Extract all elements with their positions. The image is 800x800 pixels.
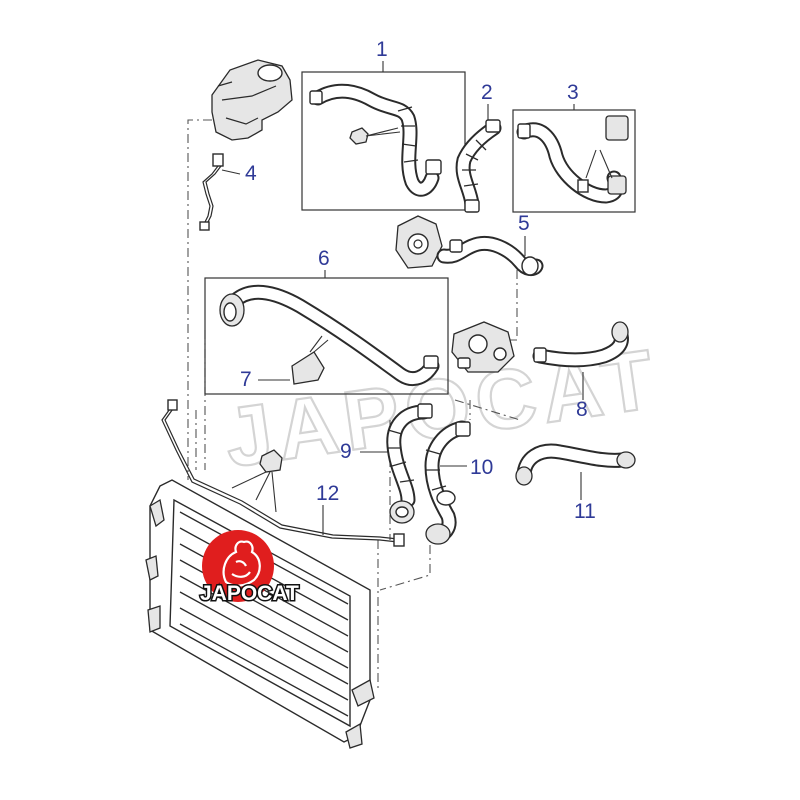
callout-7: 7	[240, 368, 252, 391]
logo-text: JAPOCAT	[200, 582, 299, 605]
part-6-hose	[219, 284, 440, 386]
callout-5: 5	[518, 212, 530, 235]
part-7-bracket	[291, 335, 329, 385]
callout-6: 6	[318, 247, 330, 270]
part-2-hose	[455, 119, 502, 213]
callout-3: 3	[567, 81, 579, 104]
japocat-logo: JAPOCAT	[199, 530, 300, 607]
part-12-bleed-pipe	[161, 399, 405, 547]
callout-12: 12	[316, 482, 339, 505]
part-9-hose	[386, 403, 433, 524]
callout-4: 4	[245, 162, 257, 185]
group-box-1	[301, 71, 466, 211]
water-pump	[395, 215, 443, 269]
part-3-hose	[516, 115, 629, 204]
leader-lines	[221, 61, 584, 535]
callout-10: 10	[470, 456, 493, 479]
callout-11: 11	[574, 500, 596, 523]
callout-1: 1	[376, 38, 388, 61]
expansion-tank	[211, 59, 293, 141]
part-1-hose	[309, 83, 442, 197]
part-10-hose	[424, 420, 471, 545]
callout-8: 8	[576, 398, 588, 421]
logo-red-circle	[202, 530, 274, 602]
callout-9: 9	[340, 440, 352, 463]
part-11-hose	[515, 443, 636, 486]
part-8-hose	[532, 321, 629, 368]
callout-2: 2	[481, 81, 493, 104]
group-box-3	[512, 109, 636, 213]
part-5-hose	[436, 235, 544, 277]
cat-icon	[222, 540, 261, 587]
radiator	[145, 479, 375, 749]
group-box-6	[204, 277, 449, 395]
part-4-sensor-lead	[199, 153, 224, 231]
thermostat-housing	[451, 321, 515, 373]
